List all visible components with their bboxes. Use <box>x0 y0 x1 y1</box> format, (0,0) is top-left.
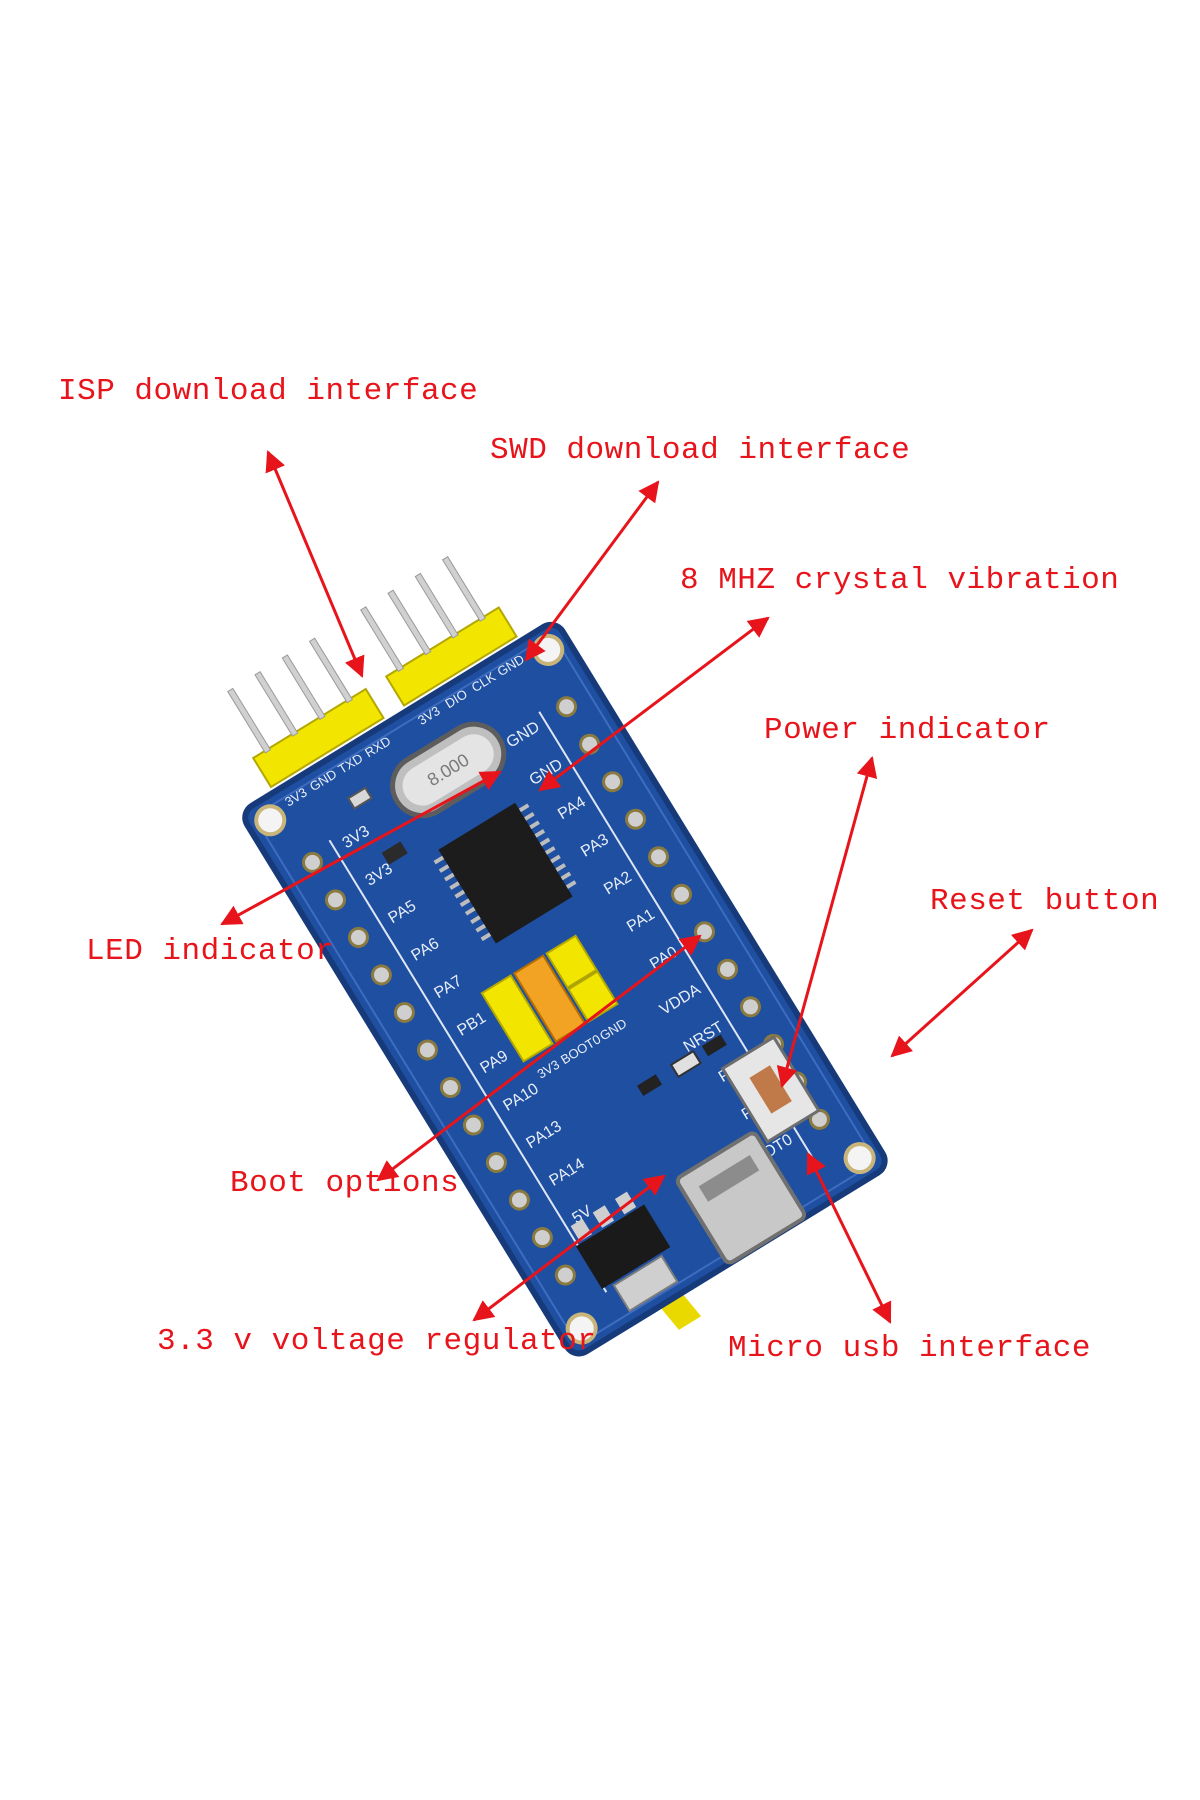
chip-leg <box>565 880 577 889</box>
arrow-power <box>776 755 878 1089</box>
callout-led-indicator: LED indicator <box>86 934 335 969</box>
header-pin <box>441 556 487 622</box>
header-pin <box>308 637 353 704</box>
chip-leg <box>560 871 572 881</box>
header-pin <box>414 572 459 639</box>
header-pin <box>387 589 432 656</box>
arrow-swd <box>524 480 660 662</box>
pin-hole <box>648 846 670 868</box>
arrow-isp <box>265 450 365 678</box>
top-pin-headers <box>227 556 518 789</box>
chip-leg <box>534 829 546 838</box>
arrow-regulator <box>472 1174 666 1322</box>
header-pin <box>281 654 326 721</box>
chip-leg <box>475 923 486 933</box>
header-pin <box>360 606 405 673</box>
arrow-led <box>220 770 502 926</box>
callout-voltage-regulator: 3.3 v voltage regulator <box>157 1324 597 1359</box>
pin-hole <box>671 883 693 905</box>
arrow-crystal <box>538 616 770 792</box>
chip-leg <box>529 820 540 830</box>
micro-usb-part <box>675 1131 807 1265</box>
chip-leg <box>544 846 556 855</box>
callout-power-indicator: Power indicator <box>764 713 1051 748</box>
chip-leg <box>518 803 530 813</box>
header-pin <box>227 687 272 754</box>
chip-leg <box>550 854 561 864</box>
pin-hole <box>347 926 369 948</box>
pin-hole <box>740 996 762 1018</box>
callout-isp-download-interface: ISP download interface <box>58 374 479 409</box>
callout-crystal: 8 MHZ crystal vibration <box>680 563 1120 598</box>
arrow-boot <box>376 934 702 1182</box>
callout-micro-usb-interface: Micro usb interface <box>728 1331 1091 1366</box>
chip-leg <box>539 837 551 847</box>
arrow-reset <box>890 928 1034 1058</box>
callout-reset-button: Reset button <box>930 884 1160 919</box>
header-pin <box>254 670 299 737</box>
arrow-usb <box>806 1152 892 1324</box>
callout-swd-download-interface: SWD download interface <box>490 433 911 468</box>
pin-hole <box>717 958 739 980</box>
chip-leg <box>555 863 567 872</box>
chip-leg <box>524 811 535 821</box>
pin-hole <box>625 808 647 830</box>
callout-boot-options: Boot options <box>230 1166 460 1201</box>
